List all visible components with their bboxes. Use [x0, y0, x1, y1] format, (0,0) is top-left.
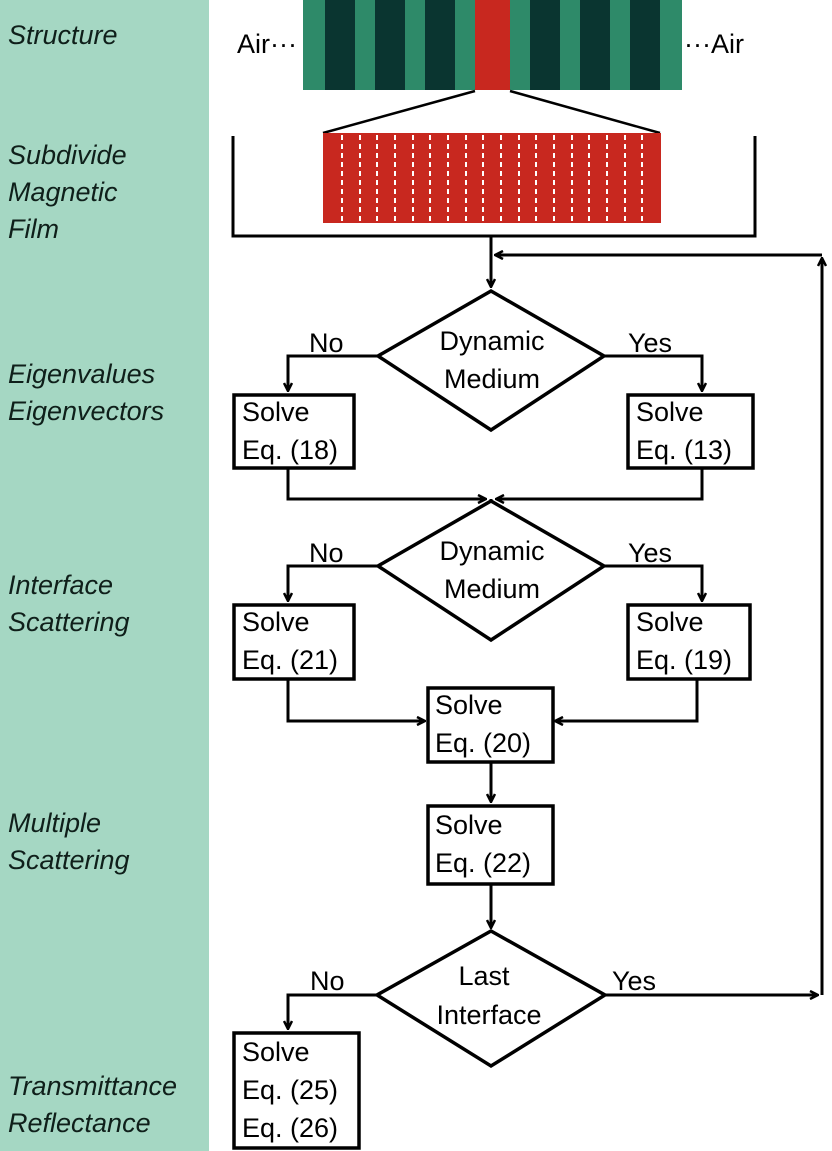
process-line: Solve	[242, 1037, 310, 1067]
layer-light	[560, 0, 580, 90]
layer-light	[355, 0, 375, 90]
subdivided-film-block	[323, 133, 661, 223]
zoom-line-left	[322, 89, 476, 135]
decision-line: Last	[458, 961, 510, 991]
layer-light	[455, 0, 475, 90]
process-line: Solve	[636, 397, 704, 427]
no-label: No	[310, 966, 345, 996]
process-box-eq21	[232, 603, 356, 681]
stage-label-column	[0, 0, 209, 1151]
decision-line: Dynamic	[439, 326, 544, 356]
process-line: Solve	[435, 810, 503, 840]
process-line: Solve	[636, 607, 704, 637]
process-box-eq18	[232, 393, 356, 470]
process-box-eq22	[426, 804, 555, 886]
zoom-line-right	[509, 89, 661, 135]
yes-label: Yes	[628, 538, 672, 568]
multilayer-structure	[303, 0, 682, 90]
process-box-eq20	[426, 686, 555, 764]
process-line: Eq. (20)	[435, 728, 531, 758]
decision-line: Dynamic	[439, 536, 544, 566]
connectors	[288, 236, 822, 1028]
no-label: No	[309, 328, 344, 358]
process-line: Solve	[435, 690, 503, 720]
process-line: Eq. (18)	[242, 435, 338, 465]
layer-light	[510, 0, 530, 90]
left-medium-label: Air···	[237, 29, 297, 59]
layer-dark	[530, 0, 560, 90]
process-line: Solve	[242, 397, 310, 427]
layer-light	[660, 0, 682, 90]
process-line: Eq. (13)	[636, 435, 732, 465]
process-line: Solve	[242, 607, 310, 637]
stage-label-structure: Structure	[8, 20, 118, 50]
stage-label-multiple-scattering: Multiple Scattering	[8, 808, 130, 875]
subdivision-bracket	[231, 136, 757, 238]
process-line: Eq. (26)	[242, 1113, 338, 1143]
process-box-eq13	[626, 393, 755, 470]
process-line: Eq. (19)	[636, 645, 732, 675]
decision-dynamic-medium	[374, 288, 608, 433]
magnetic-film-layer	[475, 0, 510, 90]
subdivided-magnetic-film	[323, 133, 661, 223]
layer-dark	[375, 0, 405, 90]
decision-line: Medium	[444, 364, 540, 394]
process-line: Eq. (22)	[435, 848, 531, 878]
layer-dark	[325, 0, 355, 90]
process-line: Eq. (25)	[242, 1075, 338, 1105]
layer-light	[405, 0, 425, 90]
right-medium-label: ···Air	[684, 29, 744, 59]
layer-light	[610, 0, 630, 90]
stage-label-subdivide-magnetic-film: Subdivide Magnetic Film	[8, 140, 127, 244]
decision-dynamic-medium	[374, 498, 608, 643]
yes-label: Yes	[628, 328, 672, 358]
layer-light	[303, 0, 325, 90]
process-box-eq25-eq26	[232, 1031, 361, 1150]
decision-last-interface	[373, 928, 609, 1069]
stage-label-eigenvalues-eigenvectors: Eigenvalues Eigenvectors	[8, 359, 165, 426]
process-line: Eq. (21)	[242, 645, 338, 675]
layer-dark	[425, 0, 455, 90]
layer-dark	[580, 0, 610, 90]
yes-label: Yes	[612, 966, 656, 996]
no-label: No	[309, 538, 344, 568]
stage-label-interface-scattering: Interface Scattering	[8, 570, 130, 637]
process-box-eq19	[626, 603, 752, 681]
stage-label-transmittance-reflectance: Transmittance Reflectance	[8, 1071, 178, 1138]
decision-line: Interface	[436, 1000, 541, 1030]
decision-line: Medium	[444, 574, 540, 604]
layer-dark	[630, 0, 660, 90]
